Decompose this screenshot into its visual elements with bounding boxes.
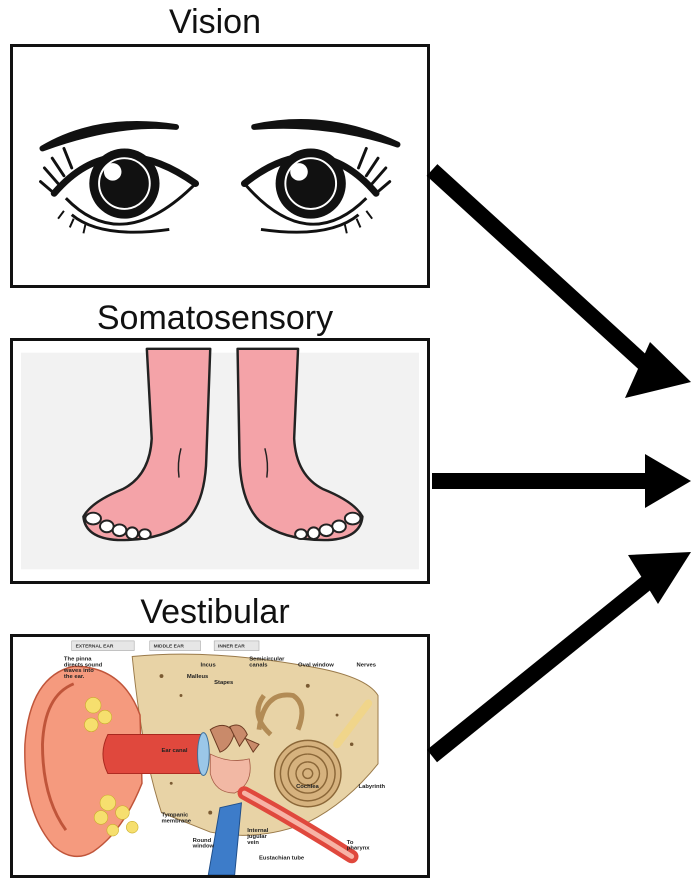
somatosensory-arrow-icon (432, 454, 691, 508)
vestibular-arrow-icon (432, 552, 691, 756)
vision-arrow-icon (432, 170, 691, 398)
